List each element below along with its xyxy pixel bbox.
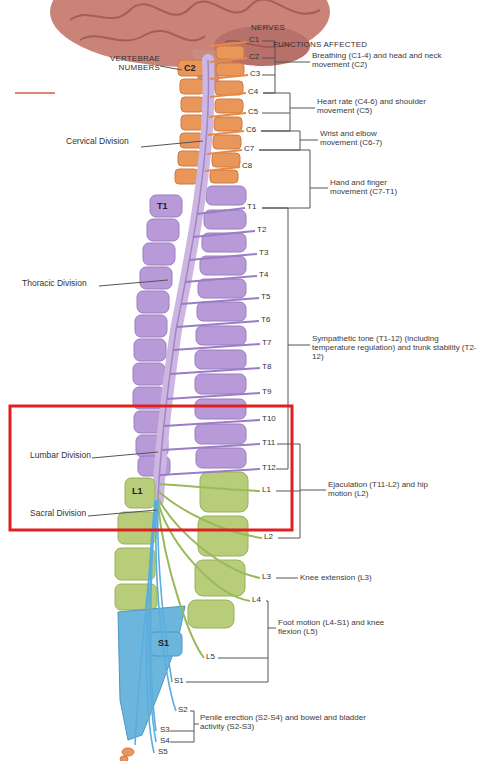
nerve-label: C3	[250, 69, 260, 78]
thoracic-nerves	[160, 208, 260, 475]
vertebra-number: C2	[184, 63, 196, 73]
function-text: Sympathetic tone (T1-12) (including temp…	[312, 334, 477, 362]
nerve-label: L1	[262, 485, 271, 494]
nerve-label: C2	[249, 52, 259, 61]
nerve-label: C4	[248, 87, 258, 96]
vertebra-number: S1	[158, 638, 169, 648]
lumbar-nerves	[158, 484, 262, 658]
nerve-label: S2	[178, 705, 188, 714]
division-label: Cervical Division	[66, 137, 129, 147]
nerve-label: L5	[206, 652, 215, 661]
division-label: Lumbar Division	[30, 451, 91, 461]
nerve-label: L2	[264, 532, 273, 541]
nerve-label: T11	[262, 438, 275, 447]
function-text: Breathing (C1-4) and head and neck movem…	[312, 51, 462, 69]
nerve-label: T1	[247, 202, 256, 211]
vertebra-number: L1	[132, 486, 143, 496]
header-label: VERTEBRAE NUMBERS	[100, 54, 160, 72]
nerve-label: T5	[261, 292, 270, 301]
function-text: Hand and finger movement (C7-T1)	[330, 178, 415, 196]
header-label: FUNCTIONS AFFECTED	[273, 40, 367, 49]
nerve-label: S4	[160, 736, 170, 745]
nerve-label: T3	[259, 248, 268, 257]
nerve-label: S5	[158, 747, 168, 756]
nerve-label: T4	[259, 270, 268, 279]
nerve-label: T10	[262, 414, 276, 423]
nerve-label: T6	[261, 315, 270, 324]
division-label: Sacral Division	[30, 509, 86, 519]
vertebra-number: T1	[157, 201, 168, 211]
sacral-nerves	[135, 500, 176, 753]
cervical-nerves	[205, 42, 248, 171]
nerve-label: T7	[262, 338, 271, 347]
nerve-label: C7	[244, 144, 254, 153]
nerve-label: T9	[262, 387, 271, 396]
function-text: Foot motion (L4-S1) and knee flexion (L5…	[278, 618, 388, 636]
header-label: NERVES	[251, 23, 285, 32]
nerve-label: S1	[174, 676, 184, 685]
nerve-label: C1	[249, 35, 259, 44]
nerve-label: T12	[262, 463, 276, 472]
nerve-label: S3	[160, 725, 170, 734]
highlight-box	[10, 406, 292, 530]
function-text: Wrist and elbow movement (C6-7)	[320, 129, 405, 147]
nerve-label: C8	[242, 161, 252, 170]
function-text: Heart rate (C4-6) and shoulder movement …	[317, 97, 457, 115]
function-text: Ejaculation (T11-L2) and hip motion (L2)	[328, 480, 438, 498]
nerve-label: L3	[262, 572, 271, 581]
nerve-label: T2	[257, 225, 266, 234]
division-label: Thoracic Division	[22, 279, 87, 289]
function-text: Penile erection (S2-S4) and bowel and bl…	[200, 713, 375, 731]
nerve-label: C6	[246, 125, 256, 134]
function-brackets	[88, 41, 328, 742]
nerve-label: L4	[252, 595, 261, 604]
function-text: Knee extension (L3)	[300, 573, 372, 582]
nerve-label: T8	[262, 362, 271, 371]
nerve-label: C5	[248, 107, 258, 116]
